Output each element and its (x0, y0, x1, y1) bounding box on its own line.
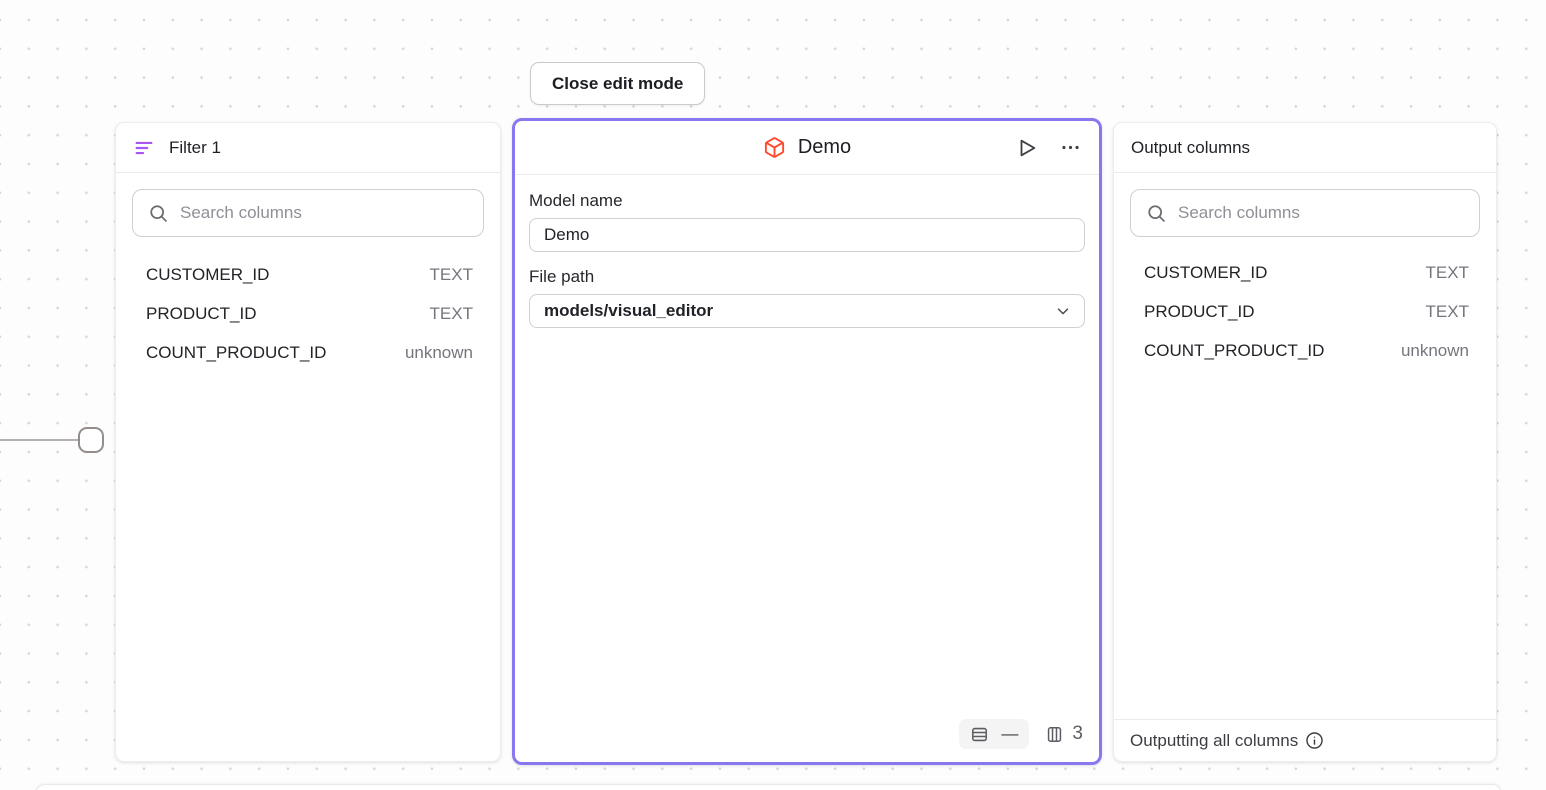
file-path-select[interactable]: models/visual_editor (529, 294, 1085, 328)
ellipsis-icon (1060, 137, 1081, 158)
column-type: TEXT (429, 303, 473, 323)
more-options-button[interactable] (1058, 135, 1083, 160)
model-node-title: Demo (797, 136, 852, 158)
run-button[interactable] (1014, 135, 1040, 161)
search-icon (148, 203, 169, 224)
model-name-label: Model name (529, 191, 623, 210)
column-name: CUSTOMER_ID (1144, 262, 1268, 282)
column-type: TEXT (429, 264, 473, 284)
connector-handle[interactable] (78, 427, 104, 453)
output-node-header[interactable]: Output columns (1114, 123, 1496, 173)
column-row: PRODUCT_ID TEXT (116, 294, 500, 333)
close-edit-mode-button[interactable]: Close edit mode (530, 62, 706, 105)
column-type: unknown (404, 342, 473, 362)
filter-search-box[interactable] (132, 189, 484, 237)
column-name: PRODUCT_ID (1144, 301, 1255, 321)
filter-node[interactable]: Filter 1 CUSTOMER_ID TEXT PRODUCT_ID TEX… (115, 122, 501, 762)
row-count-toggle[interactable]: — (959, 719, 1030, 749)
column-row: PRODUCT_ID TEXT (1114, 292, 1496, 331)
filter-node-header[interactable]: Filter 1 (116, 123, 500, 173)
model-node-header[interactable]: Demo (515, 121, 1099, 175)
output-search-box[interactable] (1130, 189, 1480, 237)
output-search-input[interactable] (1178, 203, 1464, 223)
info-icon[interactable] (1305, 731, 1324, 750)
filter-search-input[interactable] (180, 203, 468, 223)
search-icon (1146, 203, 1167, 224)
edge-connector-line (0, 439, 79, 441)
filter-node-title: Filter 1 (169, 137, 221, 157)
column-count-value: 3 (1072, 723, 1083, 744)
output-footer-label: Outputting all columns (1130, 730, 1299, 750)
column-type: TEXT (1425, 301, 1469, 321)
output-column-list: CUSTOMER_ID TEXT PRODUCT_ID TEXT COUNT_P… (1114, 253, 1496, 370)
column-row: COUNT_PRODUCT_ID unknown (116, 333, 500, 372)
filter-lines-icon (133, 137, 155, 159)
row-count-value: — (1001, 724, 1019, 743)
model-node[interactable]: Demo Model name File path (512, 118, 1102, 765)
play-icon (1016, 137, 1038, 159)
output-columns-node[interactable]: Output columns CUSTOMER_ID TEXT PRODUCT_… (1113, 122, 1497, 762)
column-row: CUSTOMER_ID TEXT (1114, 253, 1496, 292)
file-path-label: File path (529, 267, 595, 286)
column-name: PRODUCT_ID (146, 303, 257, 323)
column-row: COUNT_PRODUCT_ID unknown (1114, 331, 1496, 370)
column-name: COUNT_PRODUCT_ID (1144, 340, 1325, 360)
chevron-down-icon (1054, 302, 1072, 320)
cube-icon (763, 136, 786, 159)
file-path-value: models/visual_editor (544, 301, 714, 320)
column-name: COUNT_PRODUCT_ID (146, 342, 327, 362)
model-name-field[interactable] (529, 218, 1085, 252)
output-node-title: Output columns (1131, 137, 1251, 157)
column-type: unknown (1400, 340, 1469, 360)
rows-icon (970, 725, 989, 744)
model-status-bar: — 3 (959, 719, 1083, 749)
column-type: TEXT (1425, 262, 1469, 282)
filter-column-list: CUSTOMER_ID TEXT PRODUCT_ID TEXT COUNT_P… (116, 255, 500, 372)
column-name: CUSTOMER_ID (146, 264, 270, 284)
columns-icon (1045, 725, 1064, 744)
output-footer: Outputting all columns (1114, 719, 1496, 761)
column-count-indicator[interactable]: 3 (1045, 723, 1083, 745)
column-row: CUSTOMER_ID TEXT (116, 255, 500, 294)
results-drawer-edge[interactable] (35, 784, 1502, 790)
